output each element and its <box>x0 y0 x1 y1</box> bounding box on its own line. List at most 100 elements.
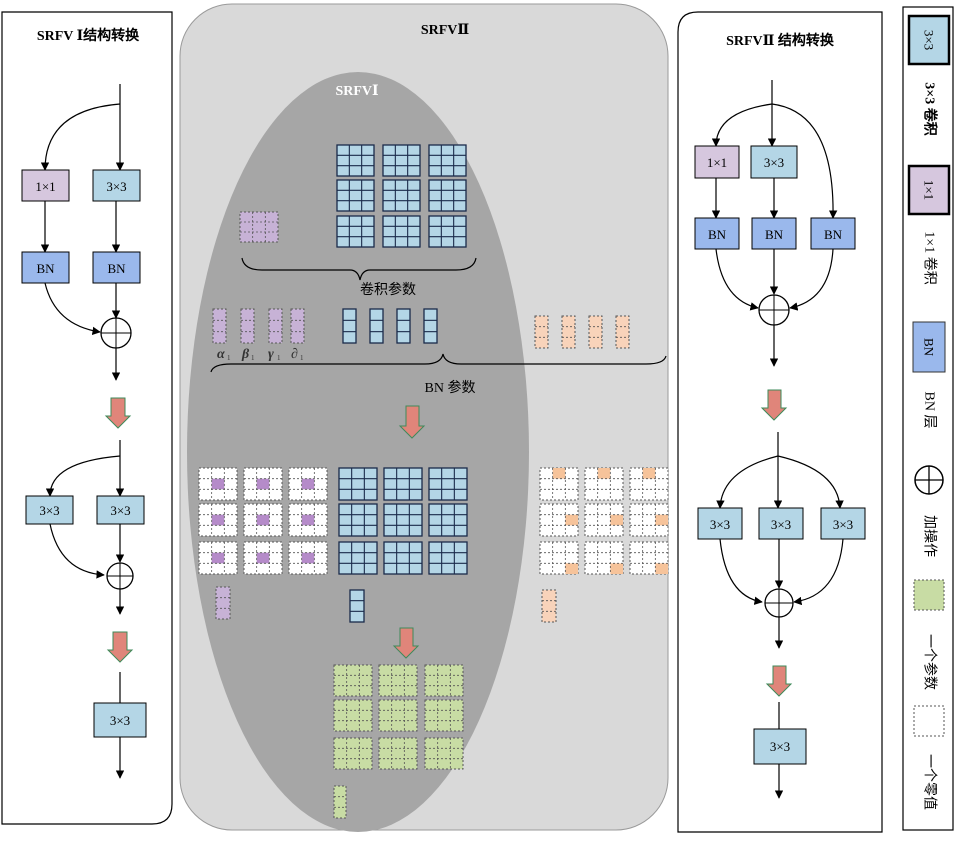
fused-kernel-0-0 <box>338 467 378 501</box>
left-panel-title: SRFV Ⅰ结构转换 <box>37 27 140 44</box>
svg-text:1: 1 <box>227 354 231 362</box>
padded-1x1-kernel-0-2 <box>288 467 328 501</box>
right-transition-arrow-2 <box>765 665 793 697</box>
bn-params-label: BN 参数 <box>425 379 476 396</box>
right-stage2-conv-b <box>758 507 804 540</box>
fused-kernel-1-0 <box>338 503 378 537</box>
right-stage2-conv-c <box>820 507 866 540</box>
left-stage2-conv-b <box>96 495 145 525</box>
right-stage3-conv-label: 3×3 <box>770 739 790 754</box>
legend-bn-swatch <box>912 321 946 373</box>
right-panel-title: SRFVⅡ 结构转换 <box>726 32 835 49</box>
srfv1-inner-region <box>187 72 529 832</box>
right-stage2-conv-a <box>697 507 743 540</box>
identity-kernel-2-0 <box>539 541 579 575</box>
fused-kernel-0-1 <box>383 467 423 501</box>
center-transition-arrow-1 <box>398 405 426 439</box>
legend-add-icon <box>914 465 944 495</box>
svg-text:1: 1 <box>277 354 281 362</box>
bias-col-orange <box>541 589 557 623</box>
bn-param-col-blue-1 <box>369 308 384 344</box>
conv-kernel-2-1 <box>382 215 421 248</box>
svg-text:α: α <box>217 347 225 362</box>
conv-kernel-1-1 <box>382 179 421 212</box>
bn-params-brace <box>210 353 667 373</box>
legend-zero-swatch <box>913 705 945 737</box>
padded-1x1-kernel-2-2 <box>288 541 328 575</box>
bn-param-col-orange-3 <box>615 315 630 349</box>
right-panel: SRFVⅡ 结构转换 1×1 3×3 BN BN BN 3×3 3×3 <box>677 11 883 833</box>
fused-kernel-2-0 <box>338 541 378 575</box>
identity-kernel-0-0 <box>539 467 579 501</box>
svg-text:∂: ∂ <box>291 347 298 362</box>
identity-kernel-1-2 <box>629 503 669 537</box>
svg-text:γ: γ <box>268 347 274 362</box>
bn-param-col-purple-1 <box>240 308 255 344</box>
right-conv3x3-block <box>750 145 798 179</box>
final-kernel-2-2 <box>424 737 464 770</box>
conv-kernel-2-2 <box>428 215 467 248</box>
identity-kernel-0-1 <box>584 467 624 501</box>
srfv1-title: SRFVⅠ <box>335 84 378 99</box>
legend-conv1x1-swatch <box>907 164 951 216</box>
identity-kernel-2-1 <box>584 541 624 575</box>
bn-param-col-orange-1 <box>561 315 576 349</box>
legend-param-swatch <box>913 579 945 611</box>
bias-col-blue <box>349 589 365 623</box>
bn-symbol-partial: ∂ 1 <box>291 347 304 362</box>
fused-kernel-2-1 <box>383 541 423 575</box>
legend-panel: 3×3 3×3 卷积 1×1 1×1 卷积 BN BN 层 加操作 一个参数 一… <box>902 6 954 831</box>
conv-kernel-1-2 <box>428 179 467 212</box>
svg-text:1: 1 <box>251 354 255 362</box>
srfv2-title: SRFVⅡ <box>421 23 470 38</box>
padded-1x1-kernel-0-0 <box>198 467 238 501</box>
padded-1x1-kernel-0-1 <box>243 467 283 501</box>
final-kernel-0-1 <box>378 664 418 697</box>
center-transition-arrow-2 <box>392 627 420 659</box>
final-kernel-2-1 <box>378 737 418 770</box>
padded-1x1-kernel-2-0 <box>198 541 238 575</box>
left-stage2-conv-a <box>25 495 74 525</box>
right-stage3-conv <box>753 728 807 765</box>
legend-param-desc: 一个参数 <box>922 634 939 690</box>
left-transition-arrow-2 <box>106 631 134 663</box>
bn-symbol-beta: β 1 <box>241 347 255 362</box>
right-stage2-conv-a-label: 3×3 <box>710 517 730 532</box>
conv-kernel-0-2 <box>428 144 467 177</box>
fused-kernel-1-2 <box>428 503 468 537</box>
fused-kernel-2-2 <box>428 541 468 575</box>
left-bn-label-b: BN <box>107 261 126 276</box>
final-kernel-1-0 <box>333 699 373 732</box>
left-stage2-conv-a-label: 3×3 <box>39 503 59 518</box>
right-bn-label-c: BN <box>824 227 843 242</box>
legend-bn-desc: BN 层 <box>922 392 937 429</box>
right-bn-label-a: BN <box>708 227 727 242</box>
padded-1x1-kernel-1-0 <box>198 503 238 537</box>
left-bn-label-a: BN <box>36 261 55 276</box>
right-conv3x3-label: 3×3 <box>764 155 784 170</box>
legend-bn-box-label: BN <box>922 338 937 357</box>
left-transition-arrow-1 <box>104 397 132 429</box>
padded-1x1-kernel-2-1 <box>243 541 283 575</box>
svg-text:β: β <box>241 347 250 362</box>
fused-kernel-0-2 <box>428 467 468 501</box>
left-conv1x1-label: 1×1 <box>35 179 55 194</box>
conv-kernel-1-0 <box>336 179 375 212</box>
bn-param-col-purple-2 <box>268 308 283 344</box>
conv-kernel-2-0 <box>336 215 375 248</box>
right-conv1x1-label: 1×1 <box>707 155 727 170</box>
final-bias-col <box>333 785 347 819</box>
left-stage2-conv-b-label: 3×3 <box>110 503 130 518</box>
bn-param-col-purple-3 <box>290 308 305 344</box>
final-kernel-2-0 <box>333 737 373 770</box>
legend-add-desc: 加操作 <box>922 515 938 557</box>
right-stage2-conv-b-label: 3×3 <box>771 517 791 532</box>
center-panel: SRFVⅡ SRFVⅠ 卷积参数 BN 参数 α 1 β 1 γ 1 ∂ 1 <box>179 3 669 832</box>
fused-kernel-1-1 <box>383 503 423 537</box>
left-add-node-1 <box>100 317 132 349</box>
padded-1x1-kernel-1-2 <box>288 503 328 537</box>
legend-conv3x3-swatch <box>907 14 951 66</box>
final-kernel-1-2 <box>424 699 464 732</box>
parameter-matrices <box>198 144 669 819</box>
